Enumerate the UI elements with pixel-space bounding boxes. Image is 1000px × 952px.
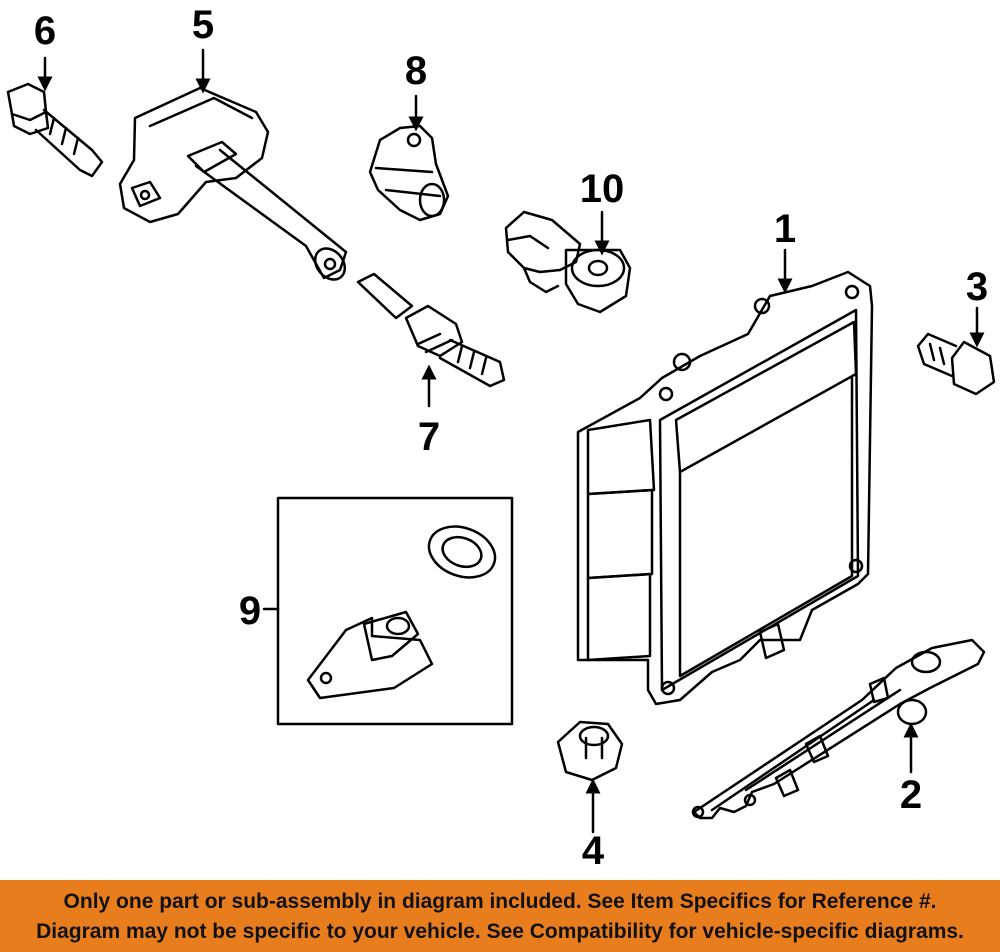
part-9-sensor-kit [276, 496, 514, 726]
callout-9: 9 [239, 589, 261, 633]
disclaimer-line-1: Only one part or sub-assembly in diagram… [63, 890, 937, 913]
part-7-spark-plug [356, 272, 506, 388]
part-1-engine-control-module [576, 270, 874, 706]
callout-2: 2 [900, 773, 922, 817]
disclaimer-line-2: Diagram may not be specific to your vehi… [36, 920, 964, 943]
callout-7: 7 [418, 415, 440, 459]
callout-6: 6 [34, 9, 56, 53]
part-2-harness-bracket [691, 638, 986, 820]
disclaimer-banner: Only one part or sub-assembly in diagram… [0, 880, 1000, 952]
part-4-nut [556, 720, 624, 782]
part-5-ignition-coil [118, 86, 348, 281]
callout-10: 10 [580, 167, 625, 211]
callout-1: 1 [774, 207, 796, 251]
leader-arrows [37, 48, 985, 834]
part-6-bolt [6, 82, 104, 178]
callout-8: 8 [405, 49, 427, 93]
part-10-knock-sensor [504, 210, 632, 314]
part-3-bolt [916, 332, 996, 396]
part-8-sensor [368, 124, 450, 222]
exploded-parts-diagram: 6 5 8 10 1 3 7 9 4 2 [6, 3, 996, 873]
callout-5: 5 [192, 3, 214, 47]
callout-3: 3 [966, 265, 988, 309]
callout-4: 4 [582, 829, 605, 873]
